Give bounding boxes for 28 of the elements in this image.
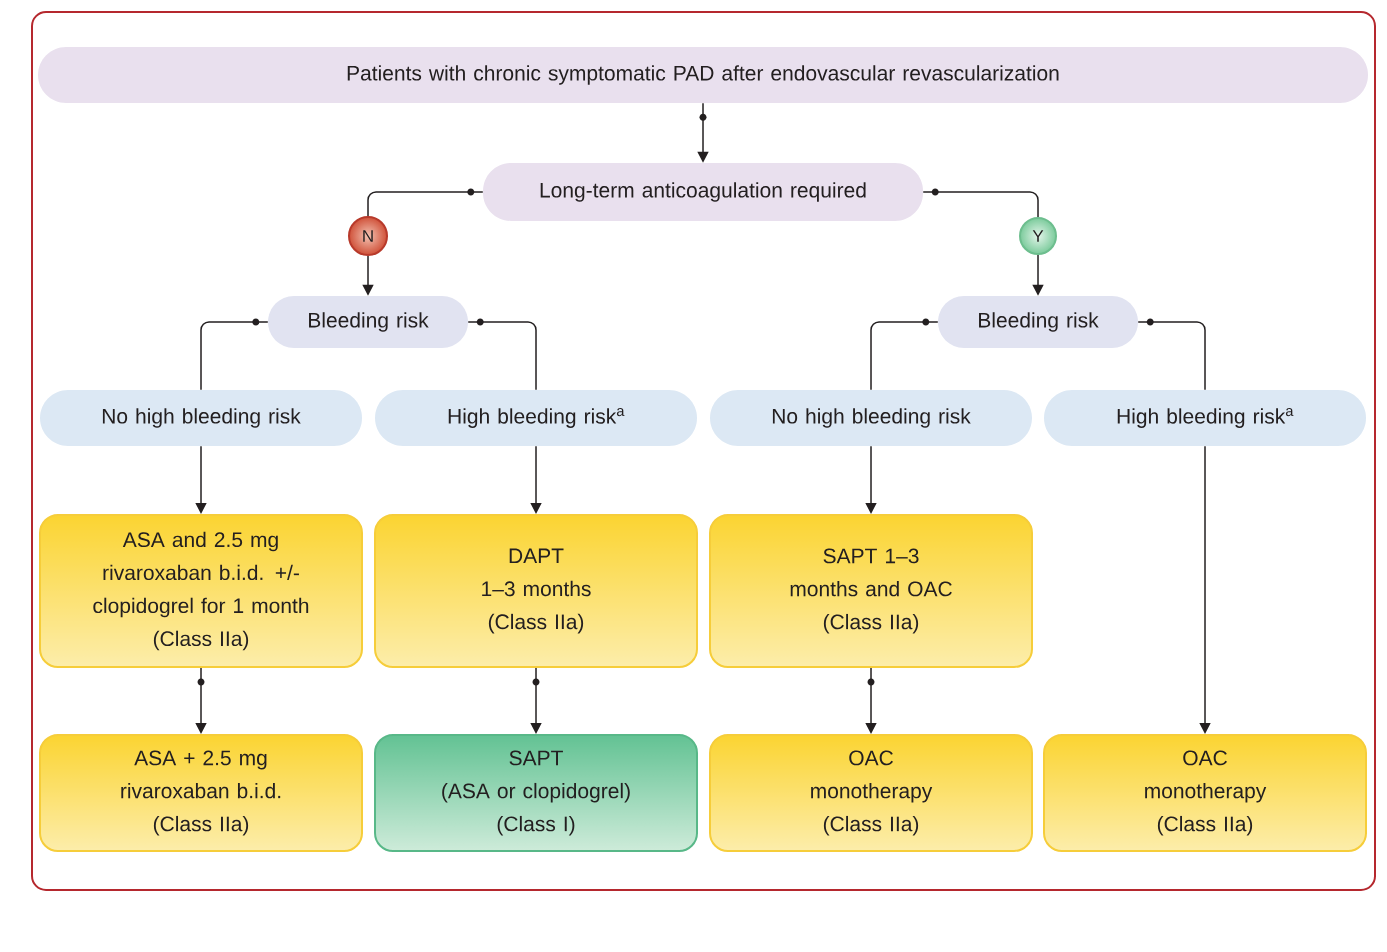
process-box: Long-term anticoagulation required — [483, 163, 923, 221]
recommendation-box: OAC monotherapy (Class IIa) — [1043, 734, 1367, 852]
question-box: Bleeding risk — [938, 296, 1138, 348]
recommendation-box: OAC monotherapy (Class IIa) — [709, 734, 1033, 852]
recommendation-box: SAPT 1–3 months and OAC (Class IIa) — [709, 514, 1033, 668]
connector-arrow — [200, 318, 269, 391]
connector-arrow — [922, 188, 1039, 218]
connector-arrow — [530, 667, 542, 734]
connector-arrow — [1137, 318, 1206, 391]
recommendation-box: ASA and 2.5 mg rivaroxaban b.i.d. +/- clopidogrel for 1 month (Class IIa) — [39, 514, 363, 668]
connector-arrow — [870, 318, 939, 391]
connector-arrow — [530, 445, 542, 514]
connector-arrow — [367, 188, 484, 217]
connector-arrow — [467, 318, 537, 391]
option-box: High bleeding risk$^{a}$ — [1044, 390, 1366, 446]
connector-arrow — [195, 445, 207, 514]
recommendation-box: ASA + 2.5 mg rivaroxaban b.i.d. (Class IIa) — [39, 734, 363, 852]
option-box: No high bleeding risk — [40, 390, 362, 446]
recommendation-box: SAPT (ASA or clopidogrel) (Class I) — [374, 734, 698, 852]
option-box: No high bleeding risk — [710, 390, 1032, 446]
connector-arrow — [195, 667, 207, 734]
option-box: High bleeding risk$^{a}$ — [375, 390, 697, 446]
process-box: Patients with chronic symptomatic PAD after endovascular revascularization — [38, 47, 1368, 103]
connector-arrow — [865, 445, 877, 514]
connector-arrow — [865, 667, 877, 734]
question-box: Bleeding risk — [268, 296, 468, 348]
connector-arrow — [1199, 445, 1211, 734]
recommendation-box: DAPT 1–3 months (Class IIa) — [374, 514, 698, 668]
